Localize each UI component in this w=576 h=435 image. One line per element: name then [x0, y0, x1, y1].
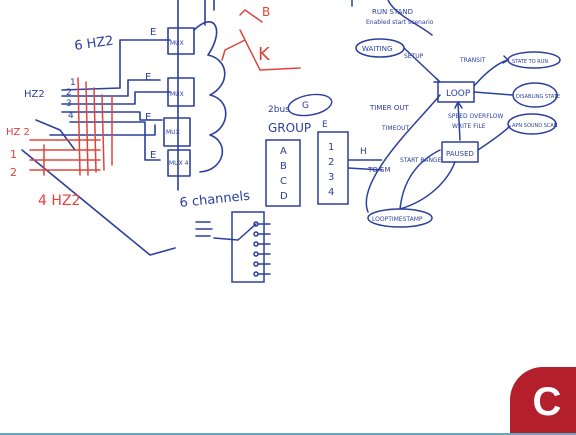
mux-e-label-1: E [150, 27, 156, 38]
channels-label: 6 channels [179, 189, 251, 211]
right-bubble-2 [512, 82, 558, 108]
speed-overflow-label: SPEED OVERFLOW [448, 113, 504, 120]
mux-column [163, 0, 227, 191]
right-bubble-3 [507, 113, 557, 135]
paused-label: PAUSED [446, 150, 474, 158]
mux-box-3 [163, 117, 191, 147]
group-columns [265, 131, 383, 207]
state-machine [351, 0, 561, 228]
left-input-section [21, 39, 176, 256]
state-note-top-2: Enabled start scenario [366, 19, 434, 26]
state-note-top: RUN STAND [372, 8, 413, 16]
group-item-b: B [280, 161, 287, 172]
mux-box-text-2: MUX [170, 91, 184, 98]
setup-label: SETUP [404, 53, 424, 60]
right-bubble-2-label: DISABLING STATE [516, 94, 560, 100]
group-e-item-3: 3 [328, 172, 334, 183]
red-bottom-label: 4 HZ2 [38, 193, 80, 209]
mux-box-1 [167, 27, 195, 55]
paused-box [441, 141, 479, 163]
group-bus-circle [287, 93, 333, 117]
red-label-top: HZ 2 [6, 127, 30, 138]
group-top-label: 2bus [268, 105, 290, 115]
mux-box-text-3: MUX [166, 129, 180, 136]
red-overlay [29, 9, 301, 176]
corner-badge: C [510, 367, 576, 433]
group-item-d: D [280, 191, 288, 202]
left-title: 6 HZ2 [73, 34, 114, 54]
red-letter-b: B [262, 5, 270, 19]
red-number-1: 1 [10, 148, 17, 161]
mux-box-text-1: MUX [170, 40, 184, 47]
timeout-label: TIMEOUT [381, 125, 410, 132]
bottom-bubble-label: LOOPTIMESTAMP [372, 216, 423, 223]
right-bubble-1-label: STATE TO RUN [512, 59, 548, 65]
timer-out-label: TIMER OUT [369, 104, 410, 112]
input-number-1: 1 [70, 78, 76, 88]
waiting-label: WAITING [362, 45, 392, 53]
mux-e-label-4: E [150, 150, 156, 161]
group-circle-text: G [302, 101, 309, 111]
input-number-2: 2 [66, 88, 72, 98]
start-range-label: START RANGE [400, 157, 442, 164]
red-number-2: 2 [10, 166, 17, 179]
group-e-item-1: 1 [328, 142, 334, 153]
mux-e-label-2: E [145, 72, 151, 83]
write-label: WRITE FILE [452, 123, 486, 130]
right-bubble-3-label: APN SOUND SCAN [512, 123, 558, 129]
bottom-rule [0, 433, 576, 435]
mux-box-4 [167, 149, 191, 177]
group-item-a: A [280, 146, 287, 157]
group-e-item-2: 2 [328, 157, 334, 168]
group-label: GROUP [268, 121, 311, 135]
loop-label: LOOP [446, 89, 471, 99]
transit-label: TRANSIT [459, 57, 486, 64]
input-number-4: 4 [68, 111, 74, 121]
channel-selector [195, 211, 271, 283]
red-letter-k: K [258, 44, 271, 65]
group-e-label: E [322, 120, 328, 130]
badge-letter: C [532, 379, 562, 424]
group-h-label: H [360, 147, 367, 157]
group-e-item-4: 4 [328, 187, 334, 198]
input-numbers: 1 2 3 4 [66, 78, 76, 121]
group-item-c: C [280, 176, 287, 187]
input-number-3: 3 [66, 99, 72, 109]
inputs-label: HZ2 [24, 89, 45, 100]
mux-box-text-4: MUX 4 [169, 160, 189, 167]
mux-box-2 [167, 77, 195, 107]
mux-e-label-3: E [145, 112, 151, 123]
